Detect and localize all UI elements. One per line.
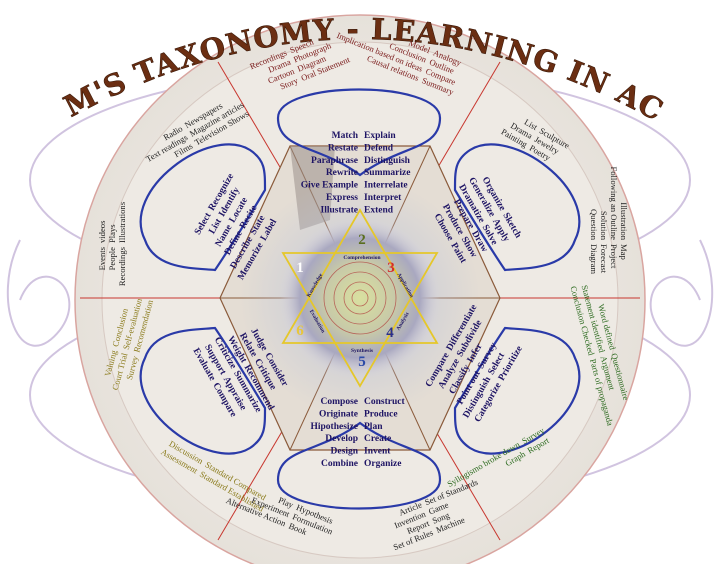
knowledge-group: SelectRecognizeListIdentifyNameLocateDef… [193,172,279,282]
product-right: Diagram [589,244,599,274]
level-star [281,208,439,388]
verb-comprehension: Match [332,131,359,141]
level-number-4: 4 [386,325,394,341]
verb-comprehension: Give Example [301,181,358,191]
product-left: videos [97,220,107,243]
product-right: Map [619,244,629,260]
verb-synthesis: Invent [364,447,391,457]
level-number-6: 6 [296,323,304,339]
product-left: Illustrations [117,201,127,243]
product-right: Solution [599,211,609,241]
verb-comprehension: Express [326,193,358,203]
petal-bottom [276,421,442,510]
level-name-synthesis: Synthesis [351,348,373,354]
verb-comprehension: Defend [364,143,394,153]
verb-comprehension: Interpret [364,193,402,203]
verb-comprehension: Distinguish [364,156,411,166]
verb-synthesis: Compose [321,397,358,407]
verb-synthesis: Produce [364,409,398,419]
verb-comprehension: Illustrate [321,205,358,215]
verb-comprehension: Restate [328,143,358,153]
product-right: Illustration [619,202,629,240]
verb-synthesis: Originate [319,409,358,419]
verb-synthesis: Hipothesize [311,422,359,432]
level-number-5: 5 [358,354,366,370]
verb-comprehension: Extend [364,205,394,215]
application-group: OrganizeSketchGeneralizeApplyDramatizeSo… [432,175,523,265]
petal-upper-right [453,143,581,272]
product-right: Question [589,209,599,241]
level-name-comprehension: Comprehension [343,255,380,261]
petal-top [276,88,442,177]
verb-comprehension: Explain [364,131,396,141]
verb-synthesis: Plan [364,422,383,432]
petal-lower-right [453,326,581,455]
product-left: People [107,247,117,271]
level-number-1: 1 [296,260,304,276]
level-number-2: 2 [358,232,366,248]
product-right: Forecast [599,244,609,274]
verb-synthesis: Combine [321,459,358,469]
product-left: Recordings [117,246,127,286]
verb-comprehension: Summarize [364,168,410,178]
verb-comprehension: Rewrite [326,168,358,178]
product-right: Following an Outline [609,166,619,240]
core-disc [280,218,440,378]
verb-comprehension: Paraphrase [311,156,358,166]
verb-synthesis: Design [331,447,359,457]
product-right: Project [609,244,619,269]
verb-synthesis: Organize [364,459,401,469]
core-orbits [323,261,397,335]
petals [139,88,581,510]
product-left: Events [97,246,107,270]
level-number-3: 3 [387,260,395,276]
verb-synthesis: Construct [364,397,405,407]
petal-upper-left [139,143,267,272]
product-left: Plays [107,224,117,243]
petal-lower-left [139,326,267,455]
verb-comprehension: Interrelate [364,181,408,191]
verb-synthesis: Develop [325,434,358,444]
verb-synthesis: Create [364,434,391,444]
